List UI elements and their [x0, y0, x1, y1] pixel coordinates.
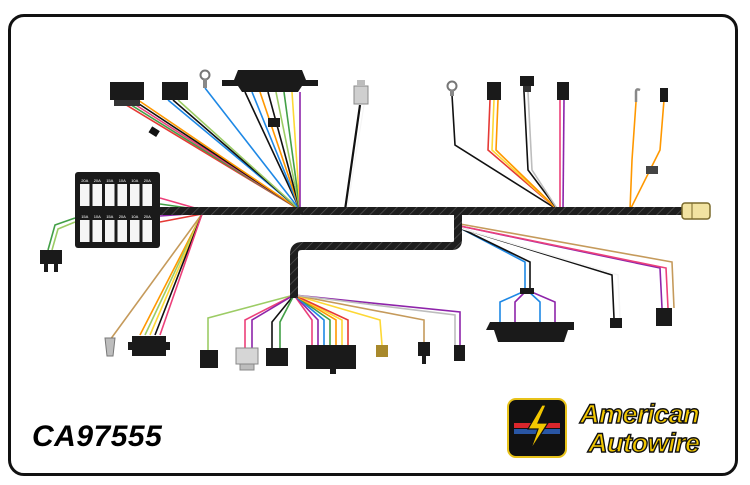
connector-upper-5 — [520, 76, 534, 92]
brand-name-line1: American — [579, 398, 700, 429]
connector-upper-3 — [222, 70, 318, 127]
fuse-label: 20A — [94, 178, 101, 183]
fuse-label: 15A — [81, 214, 88, 219]
connector-spade-terminal — [104, 337, 116, 357]
wire-clip — [646, 166, 658, 174]
fuse-slot — [92, 220, 102, 242]
connector-lower-1 — [200, 350, 218, 368]
wires-right-branch — [459, 223, 675, 322]
fuse-slot — [105, 220, 115, 242]
fuse-slot — [130, 220, 140, 242]
connector-upper-6 — [557, 82, 569, 100]
diagram-frame — [8, 14, 738, 476]
fuse-cells: 20A 20A 15A 10A 10A 20A 15A 10A 15A 20A 10A 20A — [80, 178, 152, 242]
connector-lower-2 — [235, 347, 259, 371]
wires-fuse-panel — [47, 197, 203, 341]
connector-lower-3 — [266, 348, 288, 366]
connector-lower-5 — [376, 345, 388, 357]
part-number-label: CA97555 — [32, 420, 163, 453]
fuse-slot — [80, 220, 90, 242]
connector-upper-1 — [110, 82, 144, 106]
connector-trunk-end — [681, 202, 711, 220]
connector-lower-7 — [454, 345, 465, 361]
fuse-label: 20A — [144, 214, 151, 219]
connector-upper-4 — [487, 82, 501, 100]
fuse-slot — [142, 184, 152, 206]
connector-lower-4 — [306, 345, 356, 374]
connector-right-3 — [656, 308, 672, 326]
fuse-label: 15A — [106, 214, 113, 219]
fuse-label: 20A — [144, 178, 151, 183]
fuse-slot — [105, 184, 115, 206]
fuse-label: 10A — [131, 178, 138, 183]
fuse-label: 10A — [94, 214, 101, 219]
brand-logo: American Autowire — [508, 398, 738, 461]
fuse-label: 10A — [131, 214, 138, 219]
wrap-band — [148, 126, 160, 138]
brand-bolt-icon — [507, 398, 567, 458]
fuse-label: 10A — [119, 178, 126, 183]
fuse-slot — [142, 220, 152, 242]
connector-lower-multi — [128, 336, 170, 356]
connector-fuse-left — [40, 250, 62, 272]
wires-upper-right — [451, 91, 665, 211]
bulb-socket — [353, 80, 369, 105]
brand-name-line2: Autowire — [587, 427, 700, 458]
fuse-label: 20A — [81, 178, 88, 183]
ring-terminal-1 — [199, 69, 211, 88]
wires-upper-left — [117, 87, 365, 211]
connector-right-2 — [610, 318, 622, 328]
fuse-slot — [80, 184, 90, 206]
fuse-label: 15A — [106, 178, 113, 183]
connector-right-1 — [486, 288, 574, 342]
fuse-label: 20A — [119, 214, 126, 219]
connector-lower-6 — [418, 342, 430, 364]
wires-lower-branch — [207, 294, 461, 350]
fuse-slot — [130, 184, 140, 206]
fuse-panel: 20A 20A 15A 10A 10A 20A 15A 10A 15A 20A 10A 20A — [75, 172, 160, 248]
ring-terminal-2 — [446, 80, 458, 96]
fuse-slot — [117, 220, 127, 242]
connector-upper-7 — [660, 88, 668, 102]
fuse-slot — [92, 184, 102, 206]
connector-upper-2 — [162, 82, 188, 100]
fuse-slot — [117, 184, 127, 206]
main-harness-trunk — [156, 207, 686, 298]
hook-terminal — [634, 88, 641, 102]
